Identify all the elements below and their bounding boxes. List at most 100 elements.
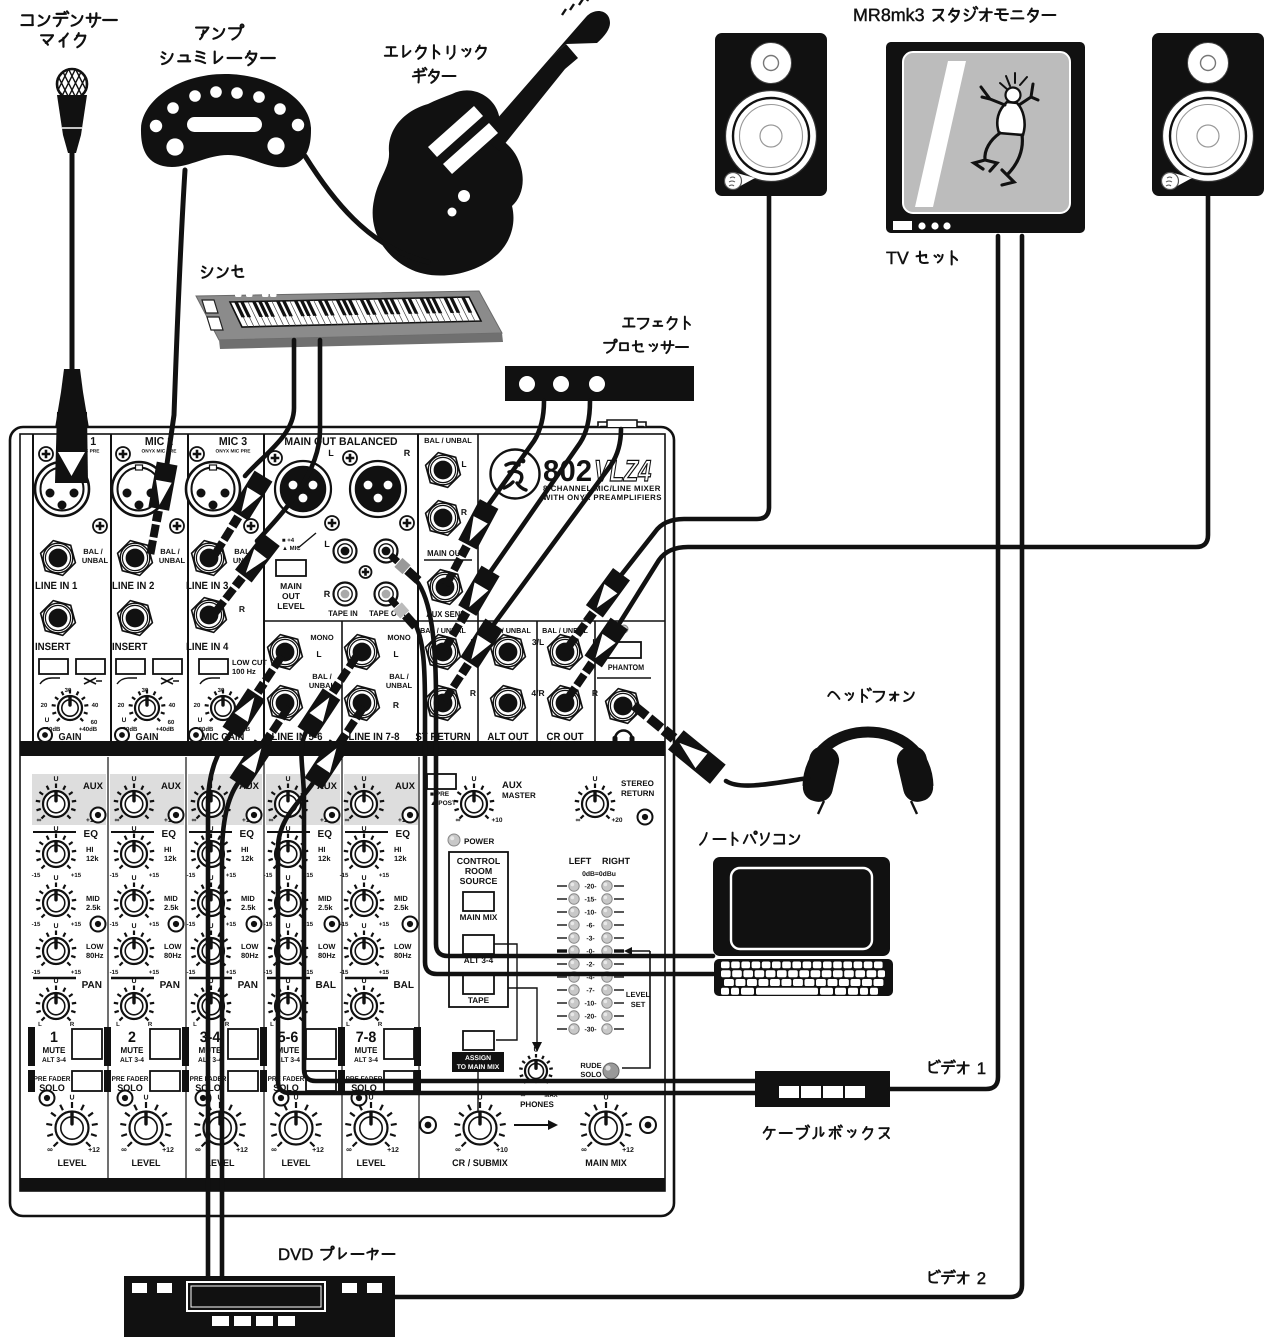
svg-text:RETURN: RETURN	[621, 789, 655, 798]
svg-text:-15: -15	[187, 872, 196, 879]
svg-text:MAIN MIX: MAIN MIX	[460, 913, 498, 922]
svg-text:-20-: -20-	[584, 1014, 596, 1021]
svg-text:-15: -15	[264, 969, 273, 976]
svg-text:12k: 12k	[86, 854, 99, 863]
svg-text:2.5k: 2.5k	[394, 903, 409, 912]
svg-text:R: R	[378, 1021, 383, 1028]
svg-text:U: U	[603, 1095, 608, 1102]
svg-text:2.5k: 2.5k	[241, 903, 256, 912]
svg-text:L: L	[193, 1021, 197, 1028]
svg-text:∞: ∞	[271, 1145, 277, 1154]
svg-text:BAL / UNBAL: BAL / UNBAL	[542, 626, 588, 635]
svg-text:BAL /: BAL /	[83, 547, 103, 556]
svg-text:MIC 2: MIC 2	[145, 436, 173, 448]
svg-text:100 Hz: 100 Hz	[232, 667, 256, 676]
svg-text:MUTE: MUTE	[355, 1045, 378, 1055]
svg-text:U: U	[45, 717, 50, 724]
svg-text:R: R	[393, 700, 399, 710]
svg-text:BAL /: BAL /	[389, 672, 409, 681]
svg-text:+15: +15	[71, 921, 82, 928]
svg-text:BAL /: BAL /	[160, 547, 180, 556]
svg-text:L: L	[393, 649, 398, 659]
svg-text:LEVEL: LEVEL	[277, 601, 304, 611]
svg-text:MID: MID	[241, 894, 255, 903]
svg-text:80Hz: 80Hz	[164, 951, 182, 960]
svg-text:LOW: LOW	[86, 942, 104, 951]
svg-text:CONTROL: CONTROL	[457, 856, 501, 866]
svg-text:+20: +20	[611, 817, 622, 824]
svg-text:-15: -15	[32, 921, 41, 928]
svg-text:+12: +12	[387, 1147, 399, 1154]
svg-text:20: 20	[194, 702, 201, 709]
svg-text:60: 60	[168, 719, 175, 726]
svg-text:+15: +15	[379, 921, 390, 928]
svg-text:40: 40	[92, 702, 99, 709]
svg-text:+15: +15	[71, 872, 82, 879]
svg-text:MID: MID	[318, 894, 332, 903]
svg-text:U: U	[131, 776, 136, 783]
svg-text:EQ: EQ	[396, 829, 411, 840]
svg-text:2: 2	[128, 1029, 136, 1046]
svg-text:HI: HI	[86, 845, 94, 854]
svg-text:MAIN MIX: MAIN MIX	[585, 1158, 627, 1169]
svg-text:LINE IN 1: LINE IN 1	[35, 580, 78, 592]
svg-text:BAL / UNBAL: BAL / UNBAL	[420, 626, 466, 635]
svg-text:TAPE IN: TAPE IN	[328, 609, 358, 618]
svg-text:-15: -15	[340, 969, 349, 976]
svg-text:PAN: PAN	[82, 980, 102, 991]
svg-text:∞: ∞	[192, 817, 197, 824]
svg-text:LOW: LOW	[318, 942, 336, 951]
svg-text:PRE FADER: PRE FADER	[112, 1076, 149, 1083]
svg-text:-3-: -3-	[586, 936, 594, 943]
svg-text:AUX: AUX	[317, 781, 338, 792]
svg-text:INSERT: INSERT	[35, 641, 71, 653]
svg-text:AUX: AUX	[395, 781, 416, 792]
svg-text:L: L	[316, 649, 321, 659]
svg-text:∞: ∞	[345, 817, 350, 824]
svg-text:LINE IN 4: LINE IN 4	[186, 641, 229, 653]
svg-text:MR8mk3: MR8mk3	[853, 5, 925, 25]
svg-text:-20dB: -20dB	[44, 726, 61, 733]
svg-text:LOW CUT: LOW CUT	[232, 658, 267, 667]
svg-text:2.5k: 2.5k	[164, 903, 179, 912]
svg-text:20: 20	[41, 702, 48, 709]
svg-text:40: 40	[169, 702, 176, 709]
svg-text:∞: ∞	[521, 1092, 526, 1099]
svg-text:-15: -15	[110, 872, 119, 879]
svg-text:∞: ∞	[455, 1145, 461, 1154]
svg-text:+15: +15	[303, 921, 314, 928]
svg-text:R: R	[470, 688, 476, 698]
svg-text:TAPE: TAPE	[468, 996, 490, 1005]
svg-text:SOLO: SOLO	[351, 1083, 377, 1094]
svg-text:U: U	[122, 717, 127, 724]
svg-text:R: R	[324, 589, 331, 599]
svg-text:+15: +15	[71, 969, 82, 976]
svg-text:8-CHANNEL MIC/LINE MIXER: 8-CHANNEL MIC/LINE MIXER	[543, 484, 661, 493]
svg-text:MID: MID	[86, 894, 100, 903]
svg-text:12k: 12k	[241, 854, 254, 863]
svg-text:▲ POST: ▲ POST	[430, 800, 456, 807]
svg-text:-20dB: -20dB	[197, 726, 214, 733]
svg-text:+15: +15	[149, 921, 160, 928]
svg-text:-15: -15	[110, 969, 119, 976]
svg-text:+15: +15	[149, 872, 160, 879]
svg-text:▲ MIC: ▲ MIC	[282, 545, 301, 552]
svg-text:ALT 3-4: ALT 3-4	[276, 1057, 300, 1064]
svg-text:PRE FADER: PRE FADER	[268, 1076, 305, 1083]
svg-text:+15: +15	[226, 872, 237, 879]
svg-text:∞: ∞	[47, 1145, 53, 1154]
svg-text:SOLO: SOLO	[39, 1083, 65, 1094]
svg-text:MONO: MONO	[387, 633, 410, 642]
svg-text:+40dB: +40dB	[79, 726, 98, 733]
svg-text:80Hz: 80Hz	[241, 951, 259, 960]
svg-text:MAIN OUT: MAIN OUT	[427, 548, 466, 558]
svg-text:MID: MID	[164, 894, 178, 903]
svg-text:L: L	[324, 539, 330, 549]
svg-text:L: L	[346, 1021, 350, 1028]
svg-text:U: U	[361, 875, 366, 882]
svg-text:U: U	[361, 923, 366, 930]
svg-text:PHANTOM: PHANTOM	[608, 663, 645, 672]
svg-text:CR / SUBMIX: CR / SUBMIX	[452, 1158, 508, 1169]
svg-text:+10: +10	[496, 1147, 508, 1154]
svg-text:U: U	[208, 826, 213, 833]
